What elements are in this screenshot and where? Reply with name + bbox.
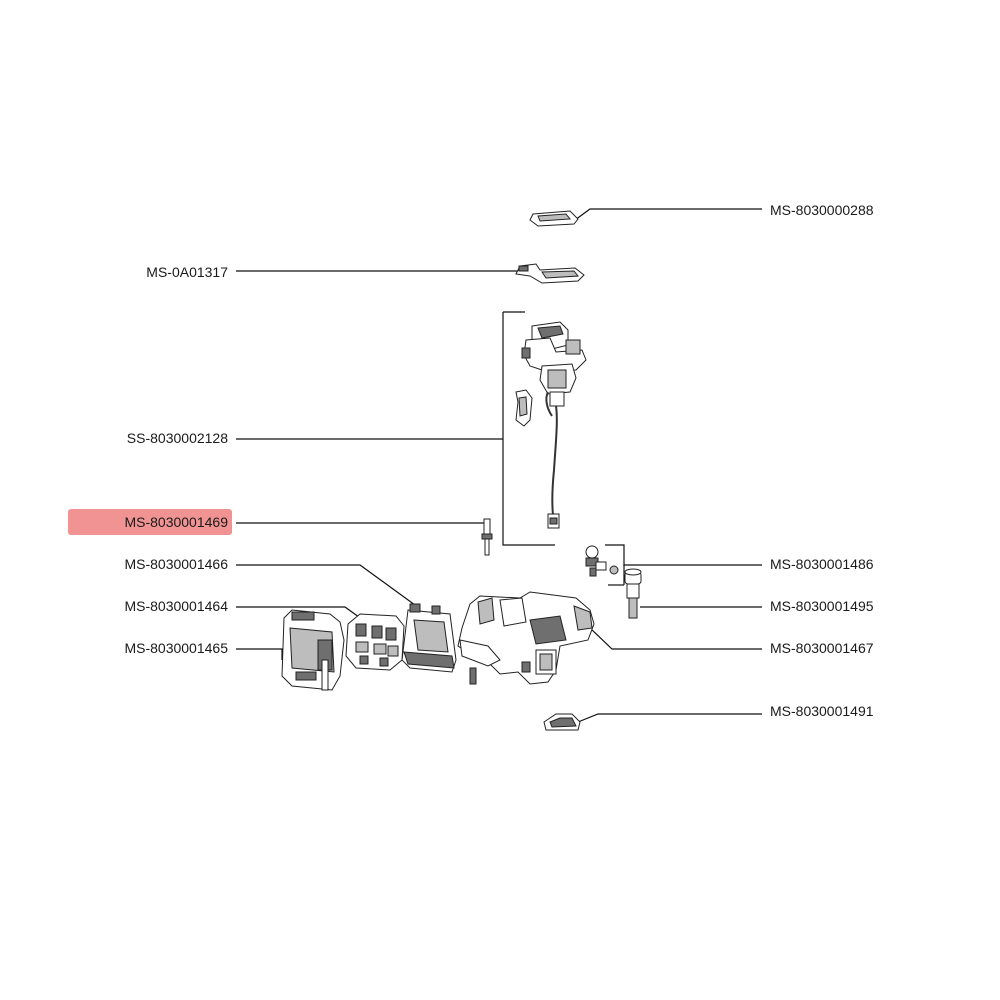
part-8030001467-drawing xyxy=(457,591,595,685)
callout-ms-0a01317[interactable]: MS-0A01317 xyxy=(146,264,228,280)
callout-ss-8030002128[interactable]: SS-8030002128 xyxy=(127,430,228,446)
part-8030001495-drawing xyxy=(624,568,642,619)
selected-part-highlight xyxy=(68,509,232,535)
part-ss-8030002128-drawing xyxy=(515,321,587,529)
part-8030001466-drawing xyxy=(401,603,457,673)
callout-ms-8030001495[interactable]: MS-8030001495 xyxy=(770,598,874,614)
part-8030000288-drawing xyxy=(529,210,579,227)
callout-ms-8030001466[interactable]: MS-8030001466 xyxy=(124,556,228,572)
callout-ms-8030000288[interactable]: MS-8030000288 xyxy=(770,202,874,218)
part-8030001486-drawing xyxy=(585,545,619,577)
callout-ms-8030001467[interactable]: MS-8030001467 xyxy=(770,640,874,656)
part-8030001491-drawing xyxy=(543,713,581,731)
part-0a01317-drawing xyxy=(515,263,585,284)
callout-ms-8030001469[interactable]: MS-8030001469 xyxy=(124,514,228,530)
part-8030001465-drawing xyxy=(281,609,345,691)
callout-ms-8030001486[interactable]: MS-8030001486 xyxy=(770,556,874,572)
callout-ms-8030001491[interactable]: MS-8030001491 xyxy=(770,703,874,719)
part-8030001469-drawing xyxy=(481,518,493,556)
callout-ms-8030001465[interactable]: MS-8030001465 xyxy=(124,640,228,656)
callout-ms-8030001464[interactable]: MS-8030001464 xyxy=(124,598,228,614)
part-8030001464-drawing xyxy=(345,613,405,671)
